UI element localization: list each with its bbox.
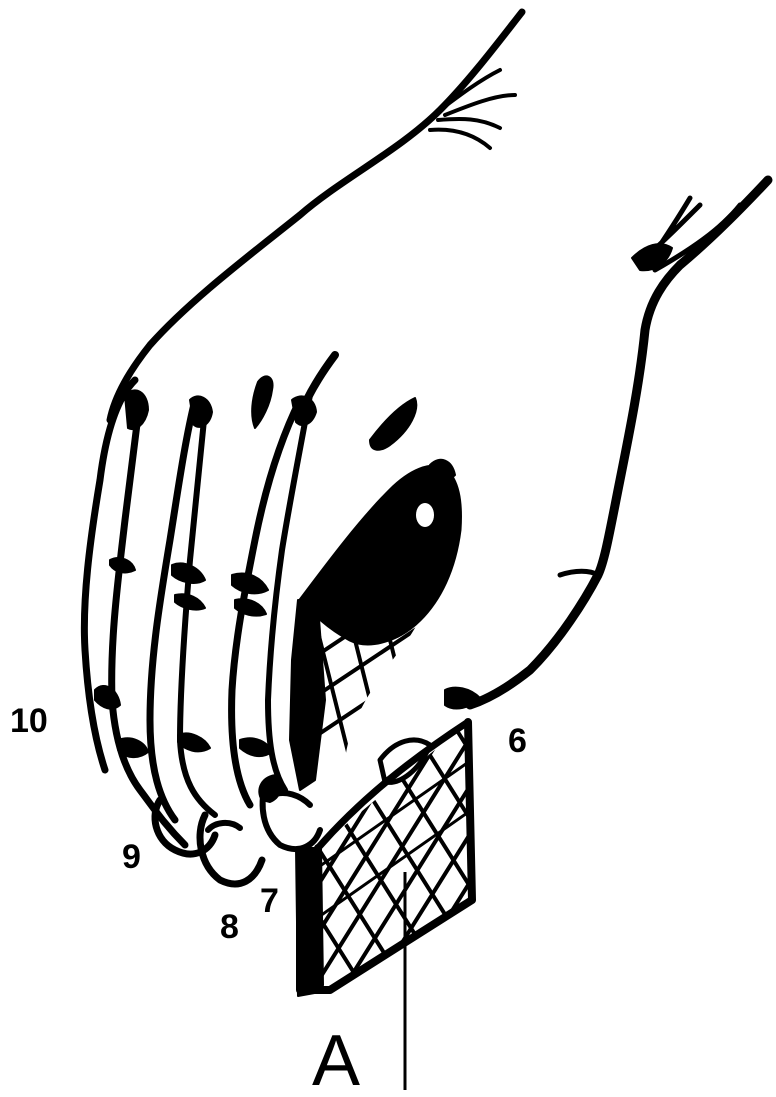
block-front-hatch — [220, 620, 600, 1030]
label-finger-7: 7 — [260, 882, 279, 920]
label-object-a: A — [312, 1021, 360, 1097]
hand-outline — [110, 12, 768, 709]
label-finger-8: 8 — [220, 908, 239, 946]
label-finger-10: 10 — [10, 702, 48, 740]
label-finger-6: 6 — [508, 722, 527, 760]
label-finger-9: 9 — [122, 838, 141, 876]
